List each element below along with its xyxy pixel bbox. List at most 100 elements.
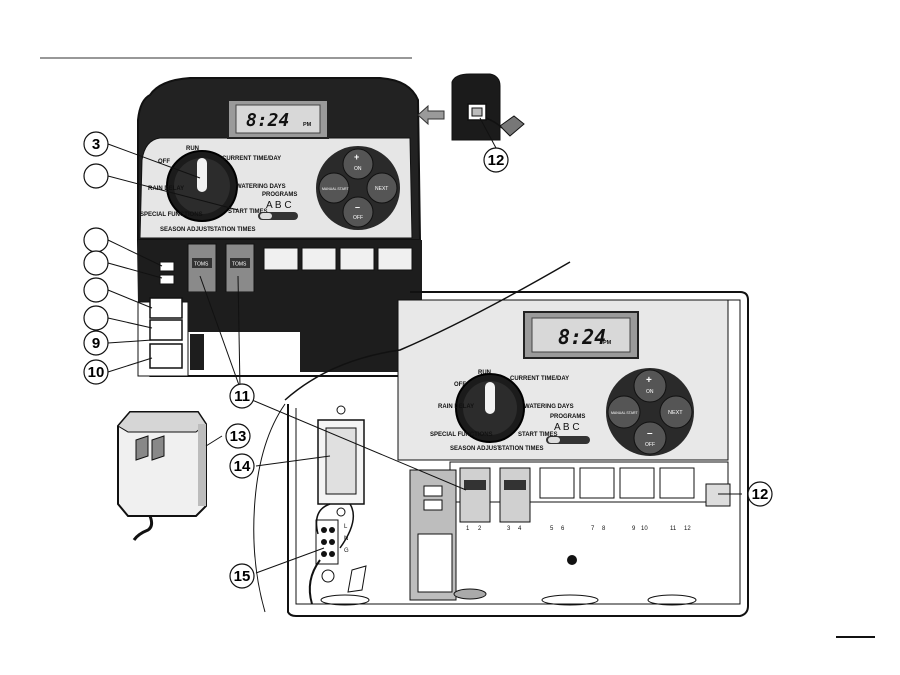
callout-10-label: 10 <box>88 364 105 381</box>
bottom-dial-rain-delay: RAIN DELAY <box>438 404 474 410</box>
bottom-dial-season: SEASON ADJUST <box>450 446 501 452</box>
bottom-station-12: 12 <box>684 526 691 532</box>
callout-13: 13 <box>225 423 251 449</box>
bottom-dial-station: STATION TIMES <box>498 446 543 452</box>
top-controller: 8:24 PM RUN OFF RAIN DELAY SPECIAL FUNCT… <box>136 77 422 377</box>
terminal-g: G <box>344 548 349 554</box>
terminal-l: L <box>344 524 348 530</box>
bottom-dial-run: RUN <box>478 370 491 376</box>
bottom-module-1[interactable] <box>459 467 491 523</box>
callout-14: 14 <box>229 453 255 479</box>
bottom-station-slots <box>539 467 695 499</box>
bottom-station-6: 6 <box>561 526 565 532</box>
bottom-station-4: 4 <box>518 526 522 532</box>
bottom-on-label: ON <box>646 389 654 395</box>
callout-3-label: 3 <box>92 136 100 153</box>
bottom-controller: 8:24 PM RUN OFF RAIN DELAY SPECIAL FUNCT… <box>253 261 749 617</box>
bottom-module-2[interactable] <box>499 467 531 523</box>
top-dial-watering: WATERING DAYS <box>236 184 286 190</box>
bottom-on-button[interactable] <box>633 369 667 403</box>
bottom-lcd-time: 8:24 <box>558 325 606 349</box>
bottom-programs-label: PROGRAMS <box>550 414 585 420</box>
callout-15: 15 <box>229 563 255 589</box>
bottom-station-9: 9 <box>632 526 636 532</box>
plug-in-transformer <box>117 411 207 541</box>
callout-blank-4 <box>83 277 109 303</box>
callout-11-label: 11 <box>234 388 250 405</box>
top-dial-rain-delay: RAIN DELAY <box>148 186 184 192</box>
top-dial-current: CURRENT TIME/DAY <box>222 156 281 162</box>
top-plus-glyph: + <box>354 152 359 162</box>
bottom-station-11: 11 <box>670 526 677 532</box>
callout-blank-1 <box>83 163 109 189</box>
bottom-station-7: 7 <box>591 526 595 532</box>
top-lcd-time: 8:24 <box>246 110 289 131</box>
arrow-icon <box>417 104 445 126</box>
bottom-station-10: 10 <box>641 526 648 532</box>
top-minus-glyph: – <box>355 202 360 212</box>
callout-9-label: 9 <box>92 335 100 352</box>
top-dial-station: STATION TIMES <box>210 227 255 233</box>
top-button-cluster: + ON NEXT MANUAL START – OFF <box>316 146 400 230</box>
top-terminal-upper <box>149 297 183 319</box>
top-module-1[interactable]: TOMS <box>187 243 217 293</box>
top-programs-letters: A B C <box>266 200 292 211</box>
bottom-dial-special: SPECIAL FUNCTIONS <box>430 432 493 438</box>
callout-10: 10 <box>83 359 109 385</box>
bottom-off-button[interactable] <box>633 421 667 455</box>
top-dial-off: OFF <box>158 159 170 165</box>
callout-3: 3 <box>83 131 109 157</box>
top-dial-start: START TIMES <box>228 209 268 215</box>
bottom-dial-start: START TIMES <box>518 432 558 438</box>
callout-12-top: 12 <box>483 147 509 173</box>
bottom-dial-watering: WATERING DAYS <box>524 404 574 410</box>
top-on-button[interactable] <box>342 148 374 180</box>
top-programs-label: PROGRAMS <box>262 192 297 198</box>
top-lcd-ampm: PM <box>303 122 312 128</box>
callout-9: 9 <box>83 330 109 356</box>
bottom-station-8: 8 <box>602 526 606 532</box>
top-off-button[interactable] <box>342 196 374 228</box>
callout-blank-5 <box>83 305 109 331</box>
bottom-off-label: OFF <box>645 442 655 448</box>
callout-11: 11 <box>229 383 255 409</box>
bottom-station-5: 5 <box>550 526 554 532</box>
top-dial-special: SPECIAL FUNCTIONS <box>140 212 203 218</box>
top-manual-start-button[interactable] <box>318 172 350 204</box>
top-on-label: ON <box>354 166 362 172</box>
bottom-station-3: 3 <box>507 526 511 532</box>
bottom-minus-glyph: – <box>647 428 653 439</box>
knockout-hole <box>567 555 577 565</box>
top-module-2[interactable]: TOMS <box>225 243 255 293</box>
callout-12-top-label: 12 <box>488 152 505 169</box>
callout-15-label: 15 <box>234 568 251 585</box>
bottom-next-label: NEXT <box>668 410 683 416</box>
bottom-programs-letters: A B C <box>554 422 580 433</box>
bottom-next-button[interactable] <box>659 395 693 429</box>
top-module-2-label: TOMS <box>232 262 247 268</box>
bottom-station-1: 1 <box>466 526 470 532</box>
callout-13-label: 13 <box>230 428 247 445</box>
top-next-button[interactable] <box>366 172 398 204</box>
top-terminal-lower <box>149 343 183 369</box>
top-manual-label: MANUAL START <box>322 187 349 191</box>
bottom-lcd-ampm: PM <box>603 340 612 346</box>
callout-14-label: 14 <box>234 458 251 475</box>
top-terminal-mid <box>149 319 183 341</box>
bottom-manual-start-button[interactable] <box>607 395 641 429</box>
bottom-plus-glyph: + <box>646 375 652 386</box>
top-next-label: NEXT <box>375 186 388 192</box>
callout-12-right: 12 <box>747 481 773 507</box>
bottom-button-cluster: + ON NEXT MANUAL START – OFF <box>606 368 694 456</box>
callout-blank-2 <box>83 227 109 253</box>
top-module-1-label: TOMS <box>194 262 209 268</box>
top-dial-season: SEASON ADJUST <box>160 227 211 233</box>
top-dial-run: RUN <box>186 146 199 152</box>
bottom-station-2: 2 <box>478 526 482 532</box>
callouts: 3 9 10 11 12 12 13 <box>83 131 773 589</box>
callout-12-right-label: 12 <box>752 486 769 503</box>
side-detail <box>417 73 525 141</box>
top-off-label: OFF <box>353 215 363 221</box>
callout-blank-3 <box>83 250 109 276</box>
